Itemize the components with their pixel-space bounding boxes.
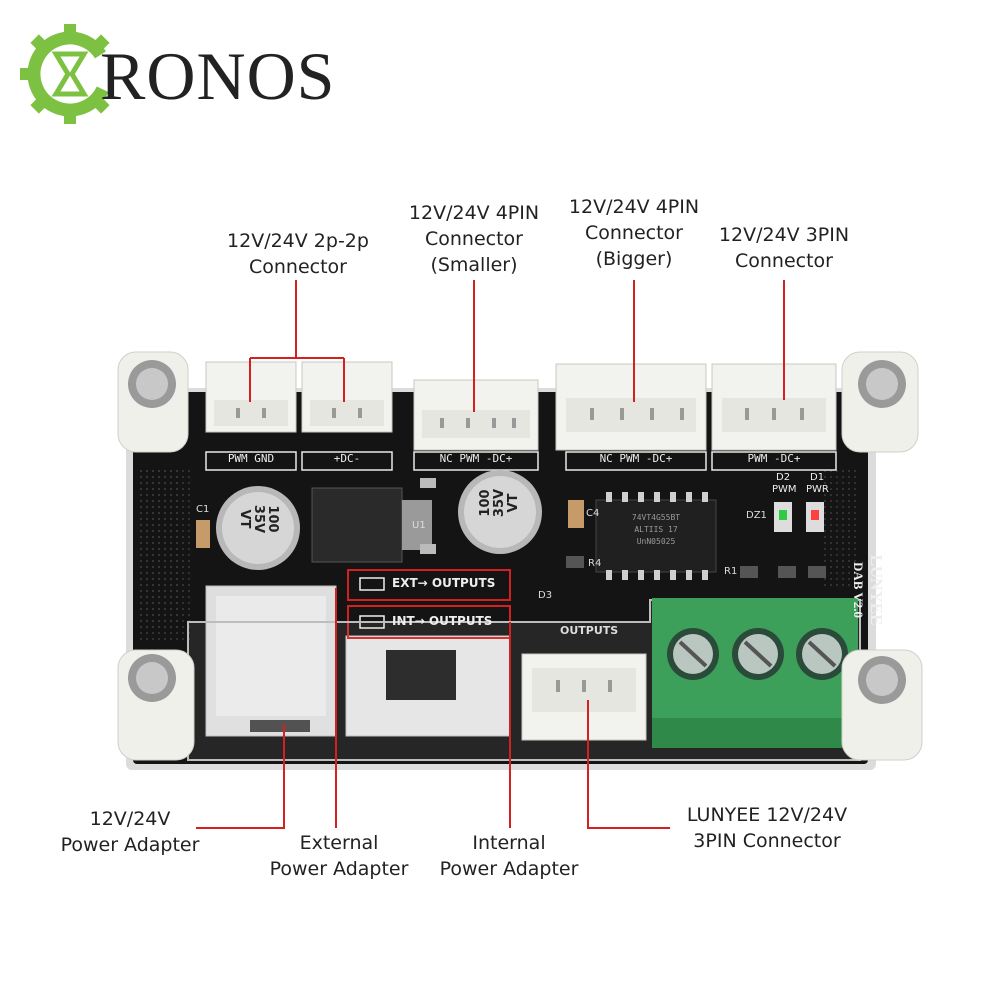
silk-c4: C4 (586, 508, 600, 519)
silk-connector-2: +DC- (333, 452, 361, 465)
callout-lines (196, 280, 785, 829)
silk-connector-5: PWM -DC+ (747, 452, 801, 465)
standoff-screw (117, 351, 923, 761)
connector-4pin-small (413, 379, 539, 451)
silk-switch-ext: EXT→ OUTPUTS (392, 576, 496, 590)
board-name: LUNYEE DAB V2.0 (851, 554, 886, 626)
silk-d2: D2 (776, 472, 791, 483)
silk-r4: R4 (588, 558, 602, 569)
connector-4pin-big (555, 363, 707, 451)
silk-connector-4: NC PWM -DC+ (599, 452, 673, 465)
silk-pwm: PWM (772, 484, 797, 495)
silk-connector-1: PWM GND (227, 452, 275, 465)
silk-outputs: OUTPUTS (560, 624, 619, 637)
connector-2p-right (301, 361, 393, 433)
silk-d3: D3 (538, 590, 553, 601)
voltage-regulator (311, 487, 403, 563)
silk-pwr: PWR (806, 484, 829, 495)
silk-d1: D1 (810, 472, 825, 483)
silk-r1: R1 (724, 566, 738, 577)
capacitor-left (216, 486, 300, 570)
capacitor-right (458, 470, 542, 554)
brand-logo-text: RONOS (100, 38, 336, 114)
terminal-block (652, 598, 858, 748)
silk-c1: C1 (196, 504, 210, 515)
connector-lunyee-3pin (521, 653, 647, 741)
slide-switch (345, 635, 511, 737)
dc-power-jack (205, 585, 337, 737)
connector-3pin (711, 363, 837, 451)
ic-chip (595, 499, 717, 573)
silk-switch-int: INT→ OUTPUTS (392, 614, 493, 628)
silk-dz1: DZ1 (746, 510, 767, 521)
silk-connector-3: NC PWM -DC+ (439, 452, 513, 465)
silk-u1: U1 (412, 520, 426, 531)
